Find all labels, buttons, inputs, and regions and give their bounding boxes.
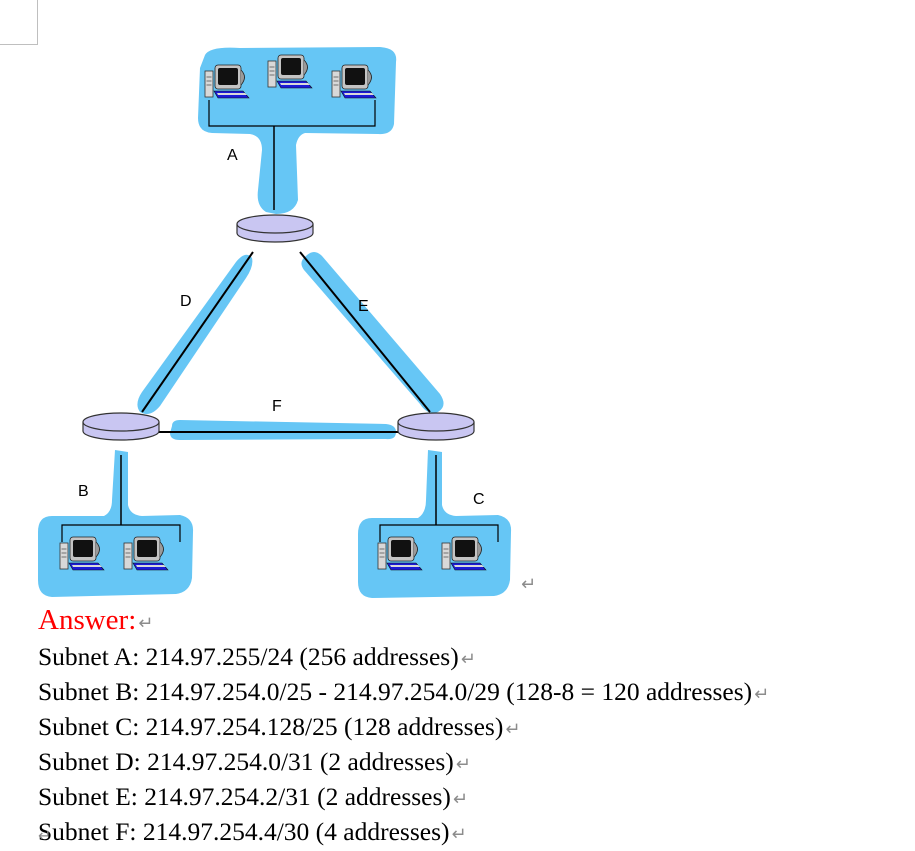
paragraph-mark: ↵ — [138, 613, 154, 634]
paragraph-mark: ↵ — [451, 824, 467, 845]
link-e — [299, 251, 444, 413]
answer-line-subnet-b: Subnet B: 214.97.254.0/25 - 214.97.254.0… — [38, 677, 770, 706]
paragraph-mark: ↵ — [521, 574, 537, 595]
answer-line-subnet-f: Subnet F: 214.97.254.4/30 (4 addresses)↵ — [38, 817, 467, 846]
answer-heading: Answer:↵ — [38, 604, 154, 636]
router-icon — [82, 412, 160, 441]
link-f — [158, 420, 400, 440]
answer-line-subnet-d: Subnet D: 214.97.254.0/31 (2 addresses)↵ — [38, 747, 471, 776]
page-corner-mark — [0, 0, 38, 45]
subnet-label-d: D — [180, 293, 192, 310]
subnet-label-e: E — [358, 298, 369, 315]
answer-line-subnet-a: Subnet A: 214.97.255/24 (256 addresses)↵ — [38, 642, 476, 671]
paragraph-mark: ↵ — [455, 754, 471, 775]
router-icon — [397, 412, 475, 441]
answer-line-subnet-e: Subnet E: 214.97.254.2/31 (2 addresses)↵ — [38, 782, 468, 811]
subnet-label-b: B — [78, 483, 89, 500]
subnet-label-c: C — [473, 491, 485, 508]
answer-line-subnet-c: Subnet C: 214.97.254.128/25 (128 address… — [38, 712, 521, 741]
network-diagram: A D E F B C — [38, 47, 512, 598]
paragraph-mark: ↵ — [38, 826, 52, 845]
subnet-b-region — [38, 450, 194, 597]
answer-block: Answer:↵ Subnet A: 214.97.255/24 (256 ad… — [38, 603, 769, 851]
link-d — [137, 251, 254, 414]
paragraph-mark: ↵ — [754, 684, 770, 705]
subnet-a-region — [198, 47, 397, 214]
paragraph-mark: ↵ — [460, 649, 476, 670]
subnet-label-f: F — [272, 398, 282, 415]
paragraph-mark: ↵ — [505, 719, 521, 740]
subnet-label-a: A — [227, 147, 238, 164]
paragraph-mark: ↵ — [452, 789, 468, 810]
subnet-c-region — [358, 450, 512, 598]
router-icon — [236, 214, 314, 243]
